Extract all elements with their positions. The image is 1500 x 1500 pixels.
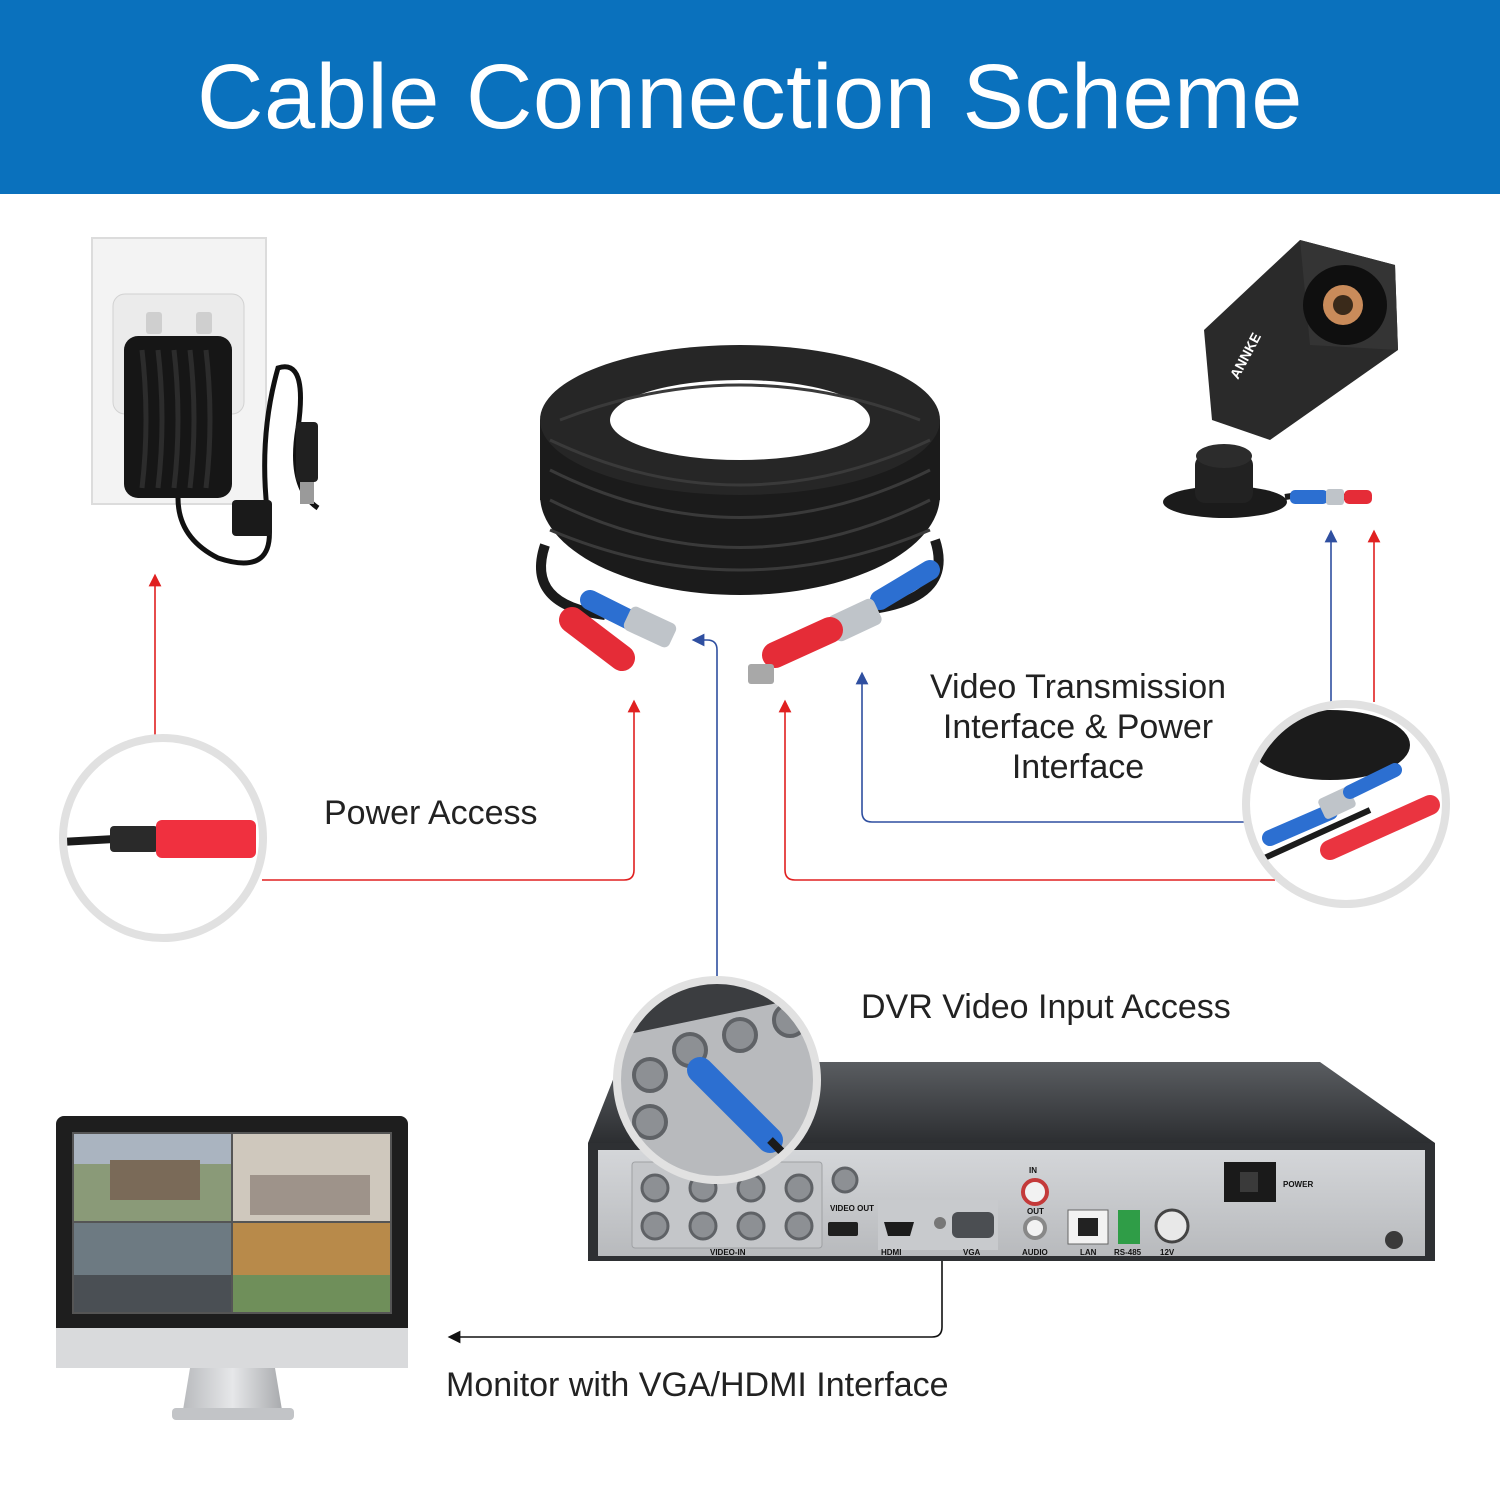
cable-coil-icon [536,345,944,684]
port-label-lan: LAN [1080,1248,1097,1257]
port-label-in: IN [1029,1166,1037,1175]
port-label-video-in: VIDEO-IN [710,1248,746,1257]
video-transmission-label: Video Transmission Interface & Power Int… [900,667,1256,787]
port-label-vga: VGA [963,1248,981,1257]
video-in-ports [640,1173,814,1241]
monitor-icon [56,1116,408,1420]
video-transmission-line-2: Interface & Power [942,708,1214,746]
header-banner: Cable Connection Scheme [0,0,1500,194]
port-label-video-out: VIDEO OUT [830,1204,874,1213]
port-label-hdmi: HDMI [881,1248,901,1257]
monitor-label: Monitor with VGA/HDMI Interface [446,1366,949,1404]
page-title: Cable Connection Scheme [197,45,1303,148]
security-camera-icon: ANNKE [1163,240,1398,518]
port-label-rs485: RS-485 [1114,1248,1142,1257]
adapter-plug-detail [59,734,267,942]
dvr-video-line [691,633,718,976]
power-access-label: Power Access [324,794,538,832]
power-adapter-icon [91,237,320,566]
camera-power-line [778,699,1275,881]
port-label-12v: 12V [1160,1248,1175,1257]
monitor-output-line [447,1254,943,1344]
video-transmission-line-1: Video Transmission [929,668,1227,706]
power-access-line [262,699,641,881]
camera-video-line [855,671,1245,823]
camera-cable-detail [1242,700,1450,908]
video-transmission-line-3: Interface [1011,748,1145,786]
port-label-out: OUT [1027,1207,1044,1216]
dvr-video-input-label: DVR Video Input Access [861,988,1231,1026]
port-label-power: POWER [1283,1180,1313,1189]
port-label-audio: AUDIO [1022,1248,1048,1257]
